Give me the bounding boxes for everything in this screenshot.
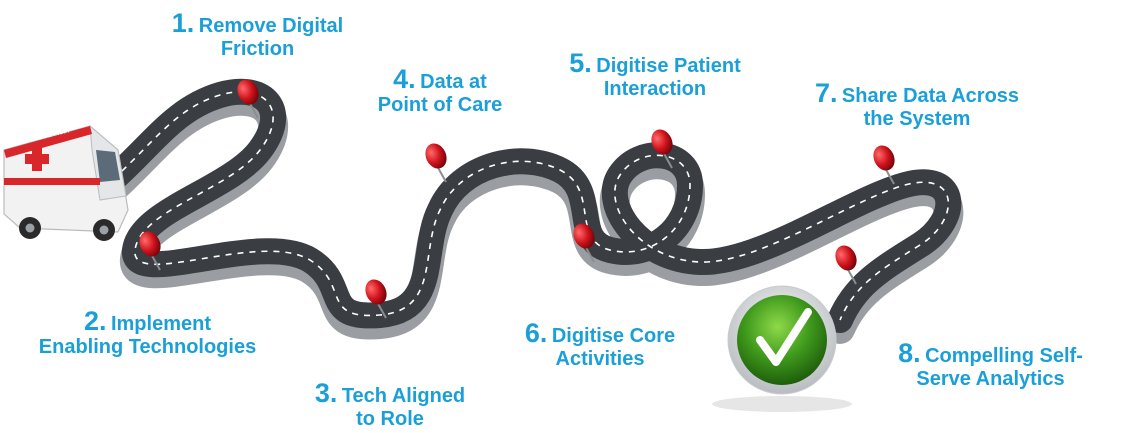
step-3-label: 3. Tech Aligned to Role (290, 378, 490, 431)
ambulance-icon: AMBULANCIA (3, 124, 129, 241)
step-title-line2: Point of Care (377, 94, 503, 117)
step-7-label: 7. Share Data Across the System (782, 78, 1052, 131)
pin-icon (425, 143, 447, 183)
step-title-line2: Interaction (603, 78, 707, 101)
step-number: 7. (814, 78, 838, 108)
step-title-line1: Compelling Self- (925, 345, 1083, 367)
step-title-line1: Digitise Patient (596, 55, 741, 77)
step-number: 6. (524, 318, 548, 348)
step-title-line2: Friction (220, 38, 295, 61)
step-title-line2: the System (863, 108, 971, 131)
step-number: 2. (83, 306, 107, 336)
step-title-line1: Data at (420, 71, 487, 93)
step-title-line1: Implement (110, 313, 211, 335)
pin-icon (573, 223, 595, 263)
step-4-label: 4. Data at Point of Care (350, 64, 530, 117)
step-title-line2: Enabling Technologies (38, 336, 257, 359)
step-title-line1: Share Data Across (841, 85, 1020, 107)
step-title-line1: Tech Aligned (341, 385, 466, 407)
step-5-label: 5. Digitise Patient Interaction (540, 48, 770, 101)
step-number: 4. (393, 64, 416, 94)
step-number: 3. (314, 378, 338, 408)
pin-icon (139, 231, 161, 271)
pin-icon (873, 145, 895, 185)
step-1-label: 1. Remove Digital Friction (145, 8, 370, 61)
pin-icon (651, 129, 673, 169)
pin-icon (835, 245, 857, 285)
pin-icon (365, 279, 387, 319)
step-number: 1. (171, 8, 195, 38)
checkmark-icon (712, 285, 852, 412)
step-2-label: 2. Implement Enabling Technologies (15, 306, 280, 359)
step-number: 8. (898, 338, 921, 368)
step-title-line1: Digitise Core (551, 325, 676, 347)
step-title-line2: Serve Analytics (916, 368, 1065, 391)
step-title-line2: to Role (356, 408, 424, 431)
step-6-label: 6. Digitise Core Activities (500, 318, 700, 371)
road-lane-markings (94, 90, 950, 321)
step-title-line1: Remove Digital (198, 15, 344, 37)
pin-icon (237, 79, 259, 119)
step-number: 5. (569, 48, 592, 78)
step-8-label: 8. Compelling Self- Serve Analytics (868, 338, 1113, 391)
step-title-line2: Activities (555, 348, 645, 371)
